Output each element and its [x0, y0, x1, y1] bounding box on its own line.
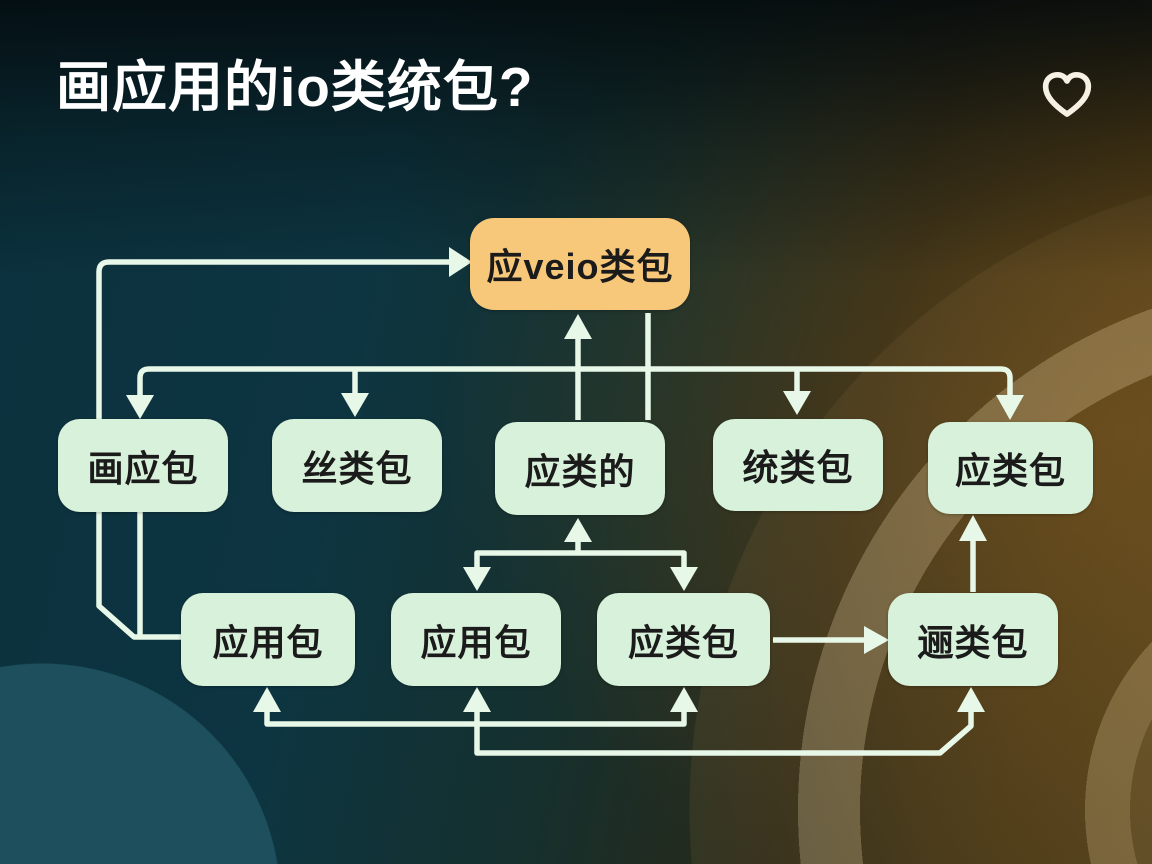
arrowheads [126, 247, 1024, 712]
edge-bottom-bus [264, 711, 974, 756]
node-r3-2: 应用包 [391, 593, 561, 686]
arrow-down-r2-2 [341, 393, 369, 417]
node-r3-1: 应用包 [181, 593, 355, 686]
arrow-up-r3-1 [253, 687, 281, 712]
node-r3-4: 逦类包 [888, 593, 1058, 686]
arrow-up-r3-3 [670, 687, 698, 712]
arrow-down-r3-2 [463, 567, 491, 591]
node-r2-4: 统类包 [713, 419, 883, 511]
arrow-up-r3-4 [957, 687, 985, 712]
arrow-down-r3-3 [670, 567, 698, 591]
page-title: 画应用的io类统包? [56, 56, 534, 118]
node-r2-5: 应类包 [928, 422, 1093, 514]
node-root: 应veio类包 [470, 218, 690, 310]
node-r2-2: 丝类包 [272, 419, 442, 512]
arrow-up-r2-3 [564, 518, 592, 542]
arrow-up-into-root [564, 314, 592, 339]
arrow-up-r2-5 [959, 515, 987, 541]
node-r2-1: 画应包 [58, 419, 228, 512]
arrow-into-root-left [449, 247, 472, 277]
arrow-up-r3-2 [463, 687, 491, 712]
node-r3-3: 应类包 [597, 593, 770, 686]
edge-mid-junction [474, 541, 687, 568]
edge-root-distribution-bus [137, 366, 1013, 396]
node-r2-3: 应类的 [495, 422, 665, 515]
arrow-down-r2-4 [783, 391, 811, 415]
arrow-down-r2-5 [996, 395, 1024, 420]
arrow-down-r2-1 [126, 395, 154, 419]
arrow-right-r3-4 [864, 626, 889, 654]
heart-icon[interactable] [1040, 70, 1094, 120]
